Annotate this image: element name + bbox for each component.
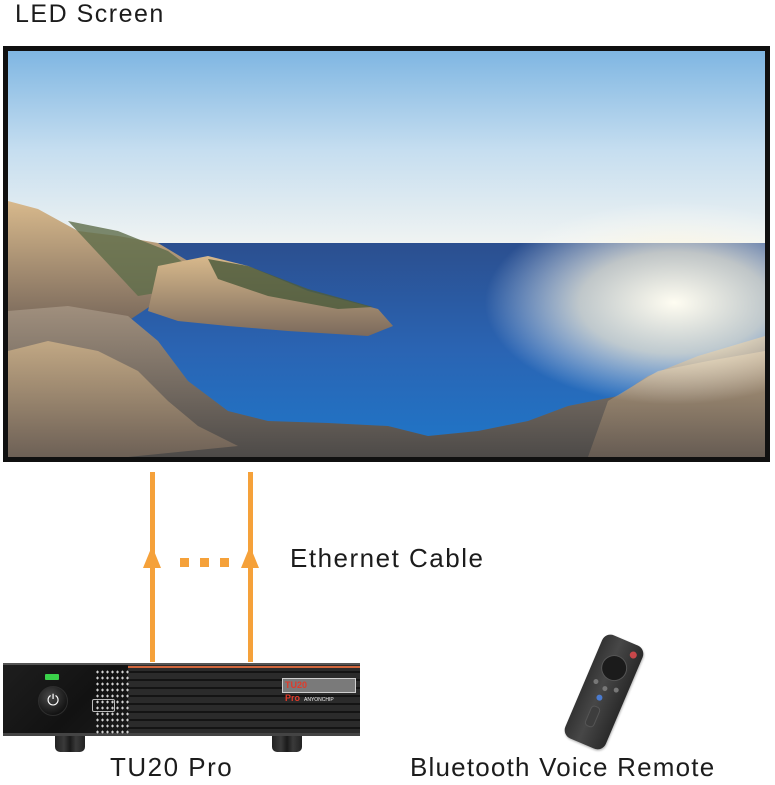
badge-brand-text: ANYONCHIP [304, 697, 334, 703]
device-name-label: TU20 Pro [110, 752, 234, 782]
arrow-up-icon [143, 546, 161, 568]
vent-dots [95, 669, 129, 735]
landscape-illustration [8, 51, 765, 457]
ellipsis-dot [180, 558, 189, 567]
ethernet-cable-label: Ethernet Cable [290, 543, 485, 573]
bluetooth-remote [561, 631, 647, 753]
device-foot-right [272, 736, 302, 752]
badge-model-text: TU20 Pro [285, 680, 308, 703]
remote-dpad-icon [597, 651, 632, 686]
device-foot-left [55, 736, 85, 752]
device-accent-line [128, 666, 360, 668]
power-button-icon: ⏻ [38, 686, 68, 716]
screen-landscape-image [8, 51, 765, 457]
remote-button-icon [601, 685, 609, 692]
remote-mic-icon [595, 693, 604, 702]
remote-button-icon [592, 678, 600, 685]
remote-label: Bluetooth Voice Remote [410, 752, 716, 782]
remote-power-icon [628, 650, 638, 660]
led-screen-label: LED Screen [15, 0, 165, 28]
ellipsis-dot [220, 558, 229, 567]
remote-button-icon [612, 686, 620, 694]
ellipsis-dot [200, 558, 209, 567]
arrow-up-icon [241, 546, 259, 568]
remote-volume-icon [583, 704, 602, 729]
led-screen [3, 46, 770, 462]
device-grill [128, 665, 360, 733]
status-led-icon [45, 674, 59, 680]
